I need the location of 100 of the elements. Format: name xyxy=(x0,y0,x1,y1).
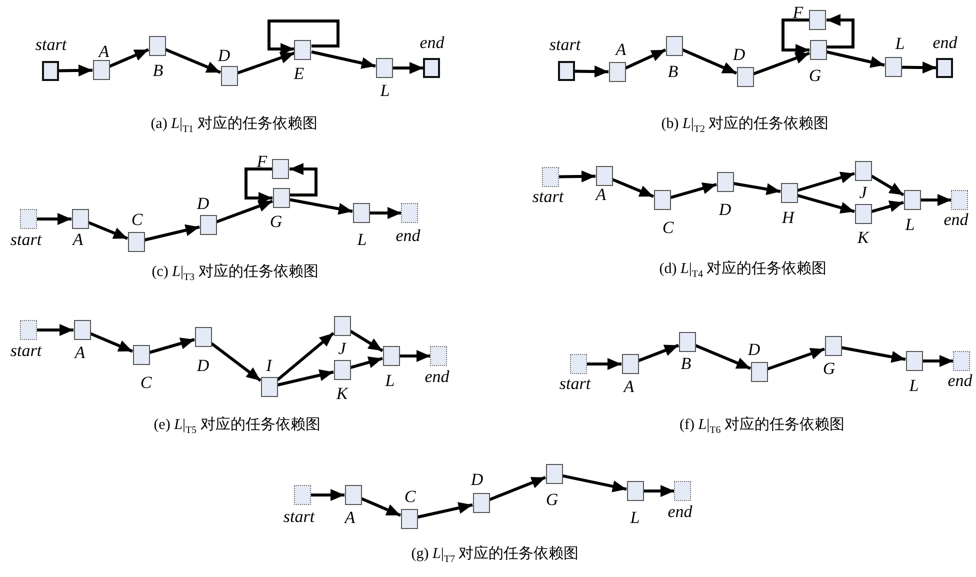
task-label: start xyxy=(283,508,315,526)
task-label: B xyxy=(668,63,678,81)
arrow xyxy=(638,344,680,362)
arrow xyxy=(797,172,855,192)
arrow xyxy=(58,64,93,76)
arrow xyxy=(841,346,906,363)
task-label: end xyxy=(932,34,958,52)
task-label: G xyxy=(546,491,558,509)
task-label: I xyxy=(266,357,272,375)
arrow xyxy=(36,213,72,225)
task-label: C xyxy=(131,211,143,229)
task-label: D xyxy=(196,357,210,375)
task-label: L xyxy=(385,372,395,390)
task-label: D xyxy=(196,195,210,213)
task-label: A xyxy=(616,41,626,59)
arrow xyxy=(350,356,383,370)
caption: (f) L|$_{T6}$ 对应的任务依赖图 xyxy=(680,416,844,438)
arrow xyxy=(694,344,752,370)
arrow xyxy=(210,342,262,382)
task-label: A xyxy=(72,231,84,249)
task-label: B xyxy=(152,62,164,80)
task-label: C xyxy=(140,374,152,392)
task-label: L xyxy=(357,231,367,249)
task-label: A xyxy=(596,186,606,204)
arrow xyxy=(870,174,904,196)
arrow xyxy=(310,489,344,501)
task-label: D xyxy=(748,341,760,359)
arrow xyxy=(290,163,318,196)
arrow xyxy=(644,485,674,497)
caption: (e) L|$_{T5}$ 对应的任务依赖图 xyxy=(154,416,320,438)
arrow xyxy=(36,324,74,336)
task-label: K xyxy=(857,229,869,247)
caption: (g) L|$_{T7}$ 对应的任务依赖图 xyxy=(411,545,579,567)
arrow xyxy=(289,198,353,215)
task-label: end xyxy=(668,503,692,521)
task-label: start xyxy=(559,375,591,393)
arrow xyxy=(901,62,937,74)
arrow xyxy=(268,20,340,55)
arrow xyxy=(144,224,200,242)
task-label: start xyxy=(10,342,42,360)
task-label: L xyxy=(380,82,390,100)
arrow xyxy=(767,348,825,370)
arrow xyxy=(417,502,473,519)
task-label: D xyxy=(218,47,230,65)
arrow xyxy=(488,476,546,501)
task-label: L xyxy=(909,377,919,395)
task-label: A xyxy=(74,344,86,362)
arrow xyxy=(752,52,810,76)
task-label: J xyxy=(859,184,867,202)
task-label: J xyxy=(338,340,346,358)
task-label: G xyxy=(808,67,822,85)
task-label: G xyxy=(270,213,282,231)
task-label: L xyxy=(905,216,915,234)
arrow xyxy=(216,200,274,224)
arrow xyxy=(624,48,666,70)
arrow xyxy=(237,52,295,74)
task-label: L xyxy=(895,35,905,53)
task-label: G xyxy=(822,360,836,378)
arrow xyxy=(612,178,654,198)
arrow xyxy=(670,182,717,200)
arrow xyxy=(682,48,738,75)
arrow xyxy=(392,62,424,74)
arrow xyxy=(574,66,609,78)
arrow xyxy=(276,332,334,382)
caption: (a) L|$_{T1}$ 对应的任务依赖图 xyxy=(150,115,318,137)
caption: (d) L|$_{T4}$ 对应的任务依赖图 xyxy=(659,260,827,282)
task-label: C xyxy=(662,219,674,237)
task-label: end xyxy=(396,227,420,245)
arrow xyxy=(586,358,622,370)
task-label: D xyxy=(732,46,746,64)
arrow xyxy=(108,48,150,68)
arrow xyxy=(558,170,596,182)
arrow xyxy=(277,369,334,386)
task-label: end xyxy=(420,34,444,52)
arrow xyxy=(920,194,952,206)
arrow xyxy=(733,182,781,196)
task-label: A xyxy=(98,43,110,61)
arrow xyxy=(797,194,855,214)
caption: (c) L|$_{T3}$ 对应的任务依赖图 xyxy=(152,263,318,285)
arrow xyxy=(88,221,128,240)
arrow xyxy=(826,14,854,48)
task-label: D xyxy=(718,201,732,219)
arrow xyxy=(244,168,272,204)
arrow xyxy=(149,338,195,354)
arrow xyxy=(400,350,430,362)
task-label: end xyxy=(948,372,972,390)
task-label: D xyxy=(470,471,484,489)
arrow xyxy=(782,18,810,56)
arrow xyxy=(360,497,402,517)
arrow xyxy=(922,355,954,367)
task-label: A xyxy=(624,378,634,396)
task-label: start xyxy=(532,188,564,206)
arrow xyxy=(562,474,627,492)
task-label: start xyxy=(35,36,67,54)
arrow xyxy=(164,48,222,74)
arrow xyxy=(370,207,402,219)
task-label: start xyxy=(549,36,581,54)
arrow xyxy=(350,330,384,352)
arrow xyxy=(871,200,904,214)
task-label: C xyxy=(404,488,416,506)
